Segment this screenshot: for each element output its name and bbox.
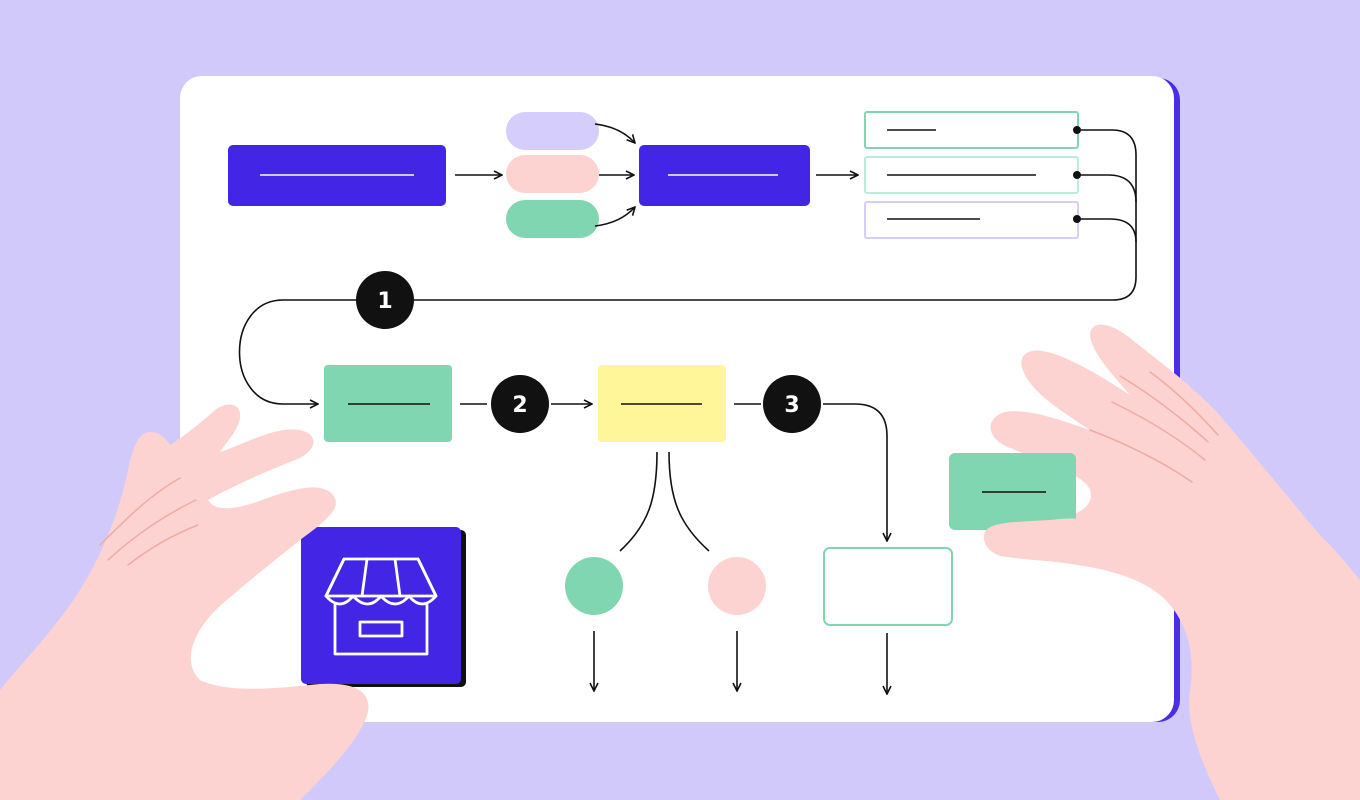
right-thumb-illustration — [983, 518, 1137, 563]
step-badge-1: 1 — [356, 271, 414, 329]
option-pill-green — [506, 200, 599, 238]
output-list — [864, 111, 1079, 239]
connector-arrow — [823, 403, 887, 541]
right-hand-illustration — [984, 324, 1360, 800]
held-block-green — [949, 453, 1076, 530]
option-pill-pink — [506, 155, 599, 193]
branch-line — [668, 451, 710, 552]
step-badge-3: 3 — [763, 375, 821, 433]
start-block — [228, 145, 446, 206]
storefront-icon — [324, 557, 438, 656]
option-pill-lavender — [506, 112, 599, 150]
connector-arrow — [594, 207, 635, 227]
branch-line — [619, 451, 658, 552]
merge-block — [639, 145, 810, 206]
store-tile — [301, 527, 466, 687]
process-block-green — [324, 365, 452, 442]
step-number: 2 — [512, 393, 527, 418]
step-badge-2: 2 — [491, 375, 549, 433]
outcome-node-pink — [708, 557, 766, 615]
output-item — [864, 201, 1079, 239]
outcome-node-green — [565, 557, 623, 615]
connector-arrow — [594, 123, 635, 143]
step-number: 3 — [784, 393, 799, 418]
step-number: 1 — [377, 289, 392, 314]
left-hand-illustration — [0, 404, 369, 800]
result-box-empty — [823, 547, 953, 626]
decision-block-yellow — [598, 365, 726, 442]
merge-connectors — [238, 126, 1137, 404]
